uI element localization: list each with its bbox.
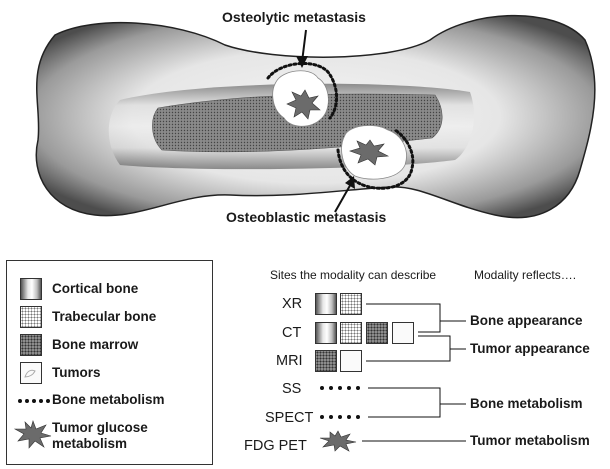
dotted-line-icon	[18, 399, 50, 403]
osteoblastic-tumor-starburst	[349, 139, 390, 166]
bone-marrow-swatch	[20, 334, 42, 356]
legend-label-trabecular: Trabecular bone	[52, 309, 157, 324]
xr-trabecular-swatch	[340, 293, 362, 315]
reflects-bone-appearance: Bone appearance	[470, 313, 583, 328]
osteolytic-bone-metabolism	[266, 61, 338, 120]
modality-fdg-pet: FDG PET	[244, 438, 307, 454]
mri-marrow-swatch	[315, 350, 337, 372]
starburst-icon	[13, 420, 52, 449]
ct-cortical-swatch	[315, 322, 337, 344]
xr-cortical-swatch	[315, 293, 337, 315]
osteoblastic-arrow	[334, 181, 353, 213]
tumor-swatch	[20, 362, 42, 384]
legend-label-marrow: Bone marrow	[52, 337, 139, 352]
modality-ss: SS	[282, 381, 302, 397]
osteoblastic-label: Osteoblastic metastasis	[226, 209, 387, 225]
header-reflects: Modality reflects….	[474, 268, 577, 282]
header-sites: Sites the modality can describe	[270, 268, 437, 282]
osteolytic-label: Osteolytic metastasis	[222, 9, 366, 25]
legend-label-metabolism: metabolism	[52, 436, 128, 451]
ss-dots-icon	[320, 386, 360, 390]
ct-tumor-swatch	[392, 322, 414, 344]
legend: Cortical bone Trabecular bone Bone marro…	[6, 260, 213, 465]
mri-tumor-swatch	[340, 350, 362, 372]
bone-metastasis-diagram	[35, 14, 596, 219]
osteoblastic-bone-metabolism	[336, 128, 415, 190]
cortical-bone-swatch	[20, 278, 42, 300]
reflects-tumor-appearance: Tumor appearance	[470, 341, 590, 356]
reflects-tumor-metabolism: Tumor metabolism	[470, 433, 590, 448]
trabecular-bone-swatch	[20, 306, 42, 328]
fdg-starburst-icon	[319, 430, 357, 452]
legend-label-tumor-glucose: Tumor glucose	[52, 420, 148, 435]
ct-trabecular-swatch	[340, 322, 362, 344]
reflects-bone-metabolism: Bone metabolism	[470, 396, 583, 411]
modality-ct: CT	[282, 325, 302, 341]
spect-dots-icon	[320, 415, 360, 419]
modality-xr: XR	[282, 296, 303, 312]
modality-spect: SPECT	[265, 410, 314, 426]
osteolytic-tumor-starburst	[286, 89, 321, 120]
ct-marrow-swatch	[366, 322, 388, 344]
legend-label-cortical: Cortical bone	[52, 281, 139, 296]
modality-mri: MRI	[276, 353, 303, 369]
legend-label-bone-metabolism: Bone metabolism	[52, 392, 165, 407]
legend-label-tumors: Tumors	[52, 365, 101, 380]
